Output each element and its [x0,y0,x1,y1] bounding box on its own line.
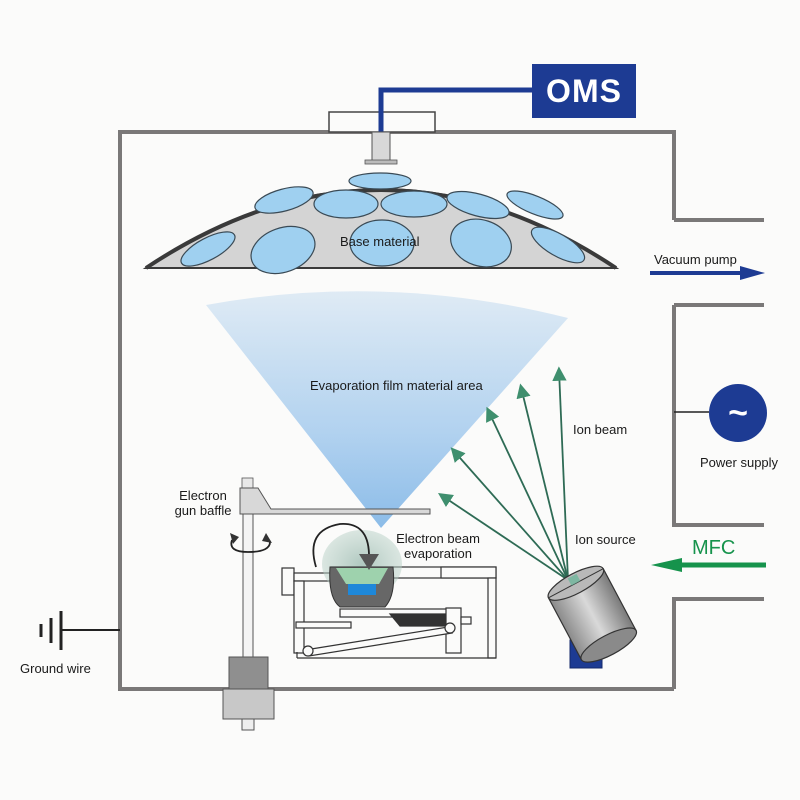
vacuum-pump-label: Vacuum pump [654,252,737,267]
electron-gun-baffle [222,477,431,731]
mfc-label: MFC [692,537,736,559]
substrate [250,225,316,275]
electron-beam-gun [281,566,497,659]
substrate [254,186,314,214]
ion-beam-arrow [438,492,569,581]
ion-source-label: Ion source [575,532,636,547]
substrate [349,219,415,267]
electron-gun-baffle-label-line2: gun baffle [174,503,232,518]
ion-beam-arrow [486,406,569,581]
substrate [506,190,564,220]
vapor-cone [206,291,568,528]
ion-beam-arrow [516,383,569,581]
electron-beam-label-line1: Electron beam [396,531,480,546]
ion-beam-arrow [552,366,569,581]
substrate [530,226,586,264]
crucible [329,566,395,608]
substrate [180,231,236,267]
oms-box: OMS [532,64,636,118]
substrate [313,189,379,219]
electron-beam-arrow-icon [312,523,379,570]
oms-label: OMS [546,72,622,109]
substrate [348,172,412,190]
power-supply-label: Power supply [700,455,779,470]
ion-beam-label: Ion beam [573,422,628,437]
vacuum-pump-arrow-icon [650,266,765,280]
oms-mount [328,87,532,165]
vacuum-chamber [118,130,764,691]
ion-source [547,565,638,669]
electron-gun-baffle-label-line1: Electron [179,488,227,503]
electron-beam-label: Electron beam evaporation [393,531,483,561]
electron-beam-label-line2: evaporation [404,546,472,561]
ion-beam-arrow [450,447,569,581]
base-material-label: Base material [340,234,420,249]
ion-beam-arrows [438,366,569,581]
ground-symbol-icon [39,611,120,650]
substrate [450,218,512,268]
electron-gun-baffle-label: Electron gun baffle [163,488,243,518]
power-supply-icon: ~ [709,384,767,442]
substrate [380,190,448,218]
ac-symbol: ~ [728,393,748,432]
mfc-arrow-icon [651,558,766,572]
ground-wire-label: Ground wire [20,661,91,676]
rotation-arrow-icon [230,533,272,553]
vapor-area-label: Evaporation film material area [310,378,483,393]
substrate-dome [142,172,620,275]
substrate [446,190,510,220]
